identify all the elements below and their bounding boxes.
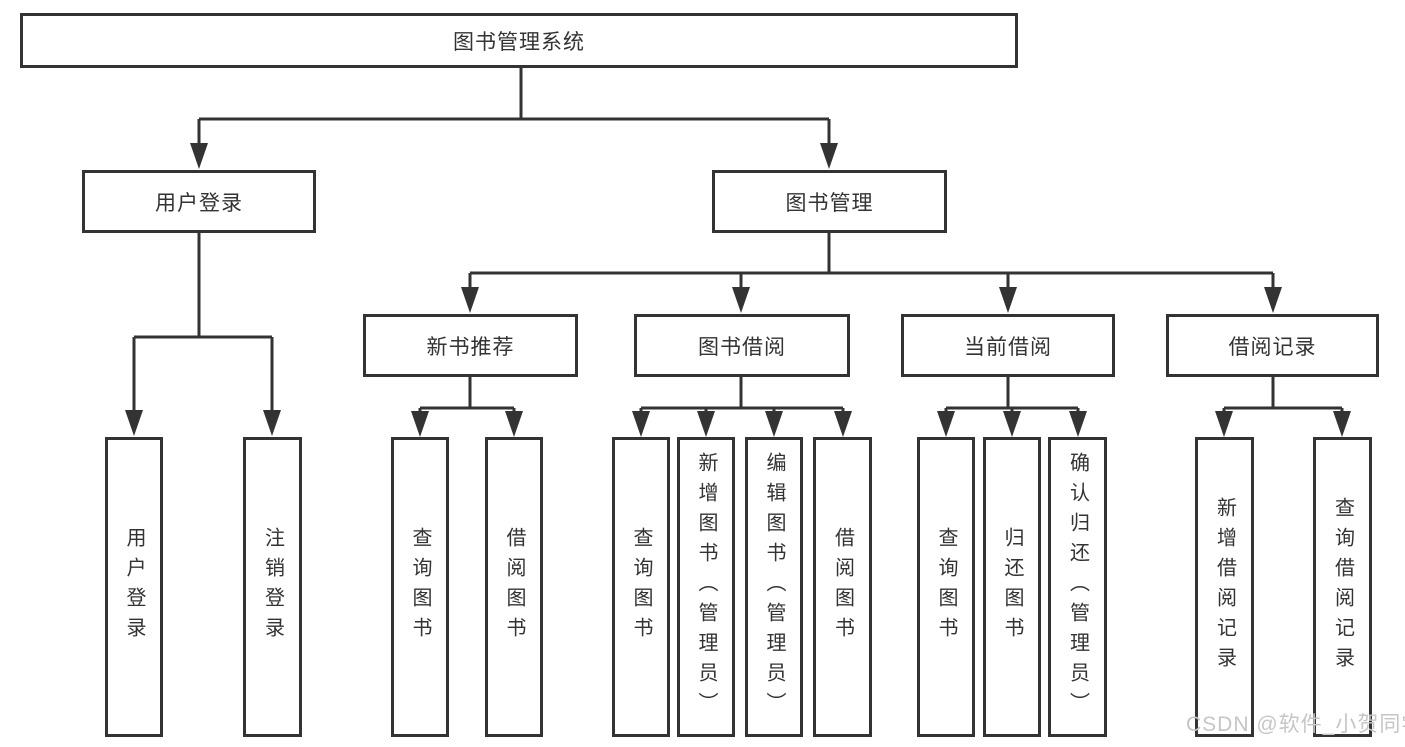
arrow-down-icon: [937, 411, 955, 437]
leaf-logout: 注销登录: [243, 437, 302, 737]
leaf-label: 确认归还（管理员）: [1066, 452, 1089, 722]
leaf-label: 用户登录: [123, 527, 145, 647]
arrow-down-icon: [461, 287, 479, 313]
leaf-add-books-admin: 新增图书（管理员）: [677, 437, 735, 737]
leaf-return-books: 归还图书: [983, 437, 1041, 737]
node-book-management: 图书管理: [712, 170, 947, 233]
arrow-down-icon: [1003, 411, 1021, 437]
arrow-down-icon: [125, 410, 143, 436]
node-current-borrow: 当前借阅: [901, 314, 1115, 377]
leaf-label: 借阅图书: [831, 527, 854, 647]
leaf-query-borrow-record: 查询借阅记录: [1313, 437, 1372, 737]
leaf-label: 查询图书: [630, 527, 652, 647]
node-root-system: 图书管理系统: [20, 13, 1018, 68]
leaf-label: 查询图书: [935, 527, 957, 647]
connector-userlogin-to-leaves: [132, 233, 274, 412]
arrow-down-icon: [190, 143, 208, 169]
leaf-edit-books-admin: 编辑图书（管理员）: [745, 437, 803, 737]
connector-current-to-leaves: [944, 377, 1080, 412]
arrow-down-icon: [765, 411, 783, 437]
connector-bookmgmt-to-level3: [468, 233, 1275, 289]
arrow-down-icon: [411, 411, 429, 437]
leaf-borrow-books-borrow: 借阅图书: [813, 437, 872, 737]
connector-newbooks-to-leaves: [418, 377, 516, 412]
leaf-borrow-books-newrec: 借阅图书: [485, 437, 543, 737]
connector-records-to-leaves: [1222, 377, 1344, 412]
arrow-down-icon: [697, 411, 715, 437]
arrow-down-icon: [1215, 411, 1233, 437]
leaf-label: 新增借阅记录: [1213, 497, 1236, 677]
connector-root-to-level2: [197, 68, 831, 146]
leaf-label: 编辑图书（管理员）: [763, 452, 785, 722]
leaf-label: 借阅图书: [503, 527, 525, 647]
arrow-down-icon: [1264, 287, 1282, 313]
arrow-down-icon: [820, 143, 838, 169]
arrow-down-icon: [732, 287, 750, 313]
watermark-text: CSDN @软件_小贺同学: [1186, 713, 1405, 736]
leaf-user-login: 用户登录: [105, 437, 163, 737]
arrow-down-icon: [263, 410, 281, 436]
leaf-query-books-newrec: 查询图书: [391, 437, 449, 737]
leaf-label: 注销登录: [261, 527, 284, 647]
leaf-query-books-current: 查询图书: [917, 437, 975, 737]
leaf-add-borrow-record: 新增借阅记录: [1195, 437, 1254, 737]
arrow-down-icon: [505, 411, 523, 437]
leaf-label: 归还图书: [1001, 527, 1023, 647]
arrow-down-icon: [1333, 411, 1351, 437]
leaf-confirm-return-admin: 确认归还（管理员）: [1048, 437, 1107, 737]
arrow-down-icon: [999, 287, 1017, 313]
node-new-book-recommend: 新书推荐: [363, 314, 578, 377]
arrow-down-icon: [834, 411, 852, 437]
leaf-label: 查询图书: [409, 527, 431, 647]
leaf-label: 查询借阅记录: [1331, 497, 1354, 677]
arrow-down-icon: [1069, 411, 1087, 437]
node-user-login: 用户登录: [82, 170, 316, 233]
node-book-borrow: 图书借阅: [634, 314, 850, 377]
connector-borrow-to-leaves: [639, 377, 845, 412]
leaf-label: 新增图书（管理员）: [695, 452, 717, 722]
node-borrow-records: 借阅记录: [1166, 314, 1379, 377]
arrow-down-icon: [632, 411, 650, 437]
leaf-query-books-borrow: 查询图书: [612, 437, 670, 737]
